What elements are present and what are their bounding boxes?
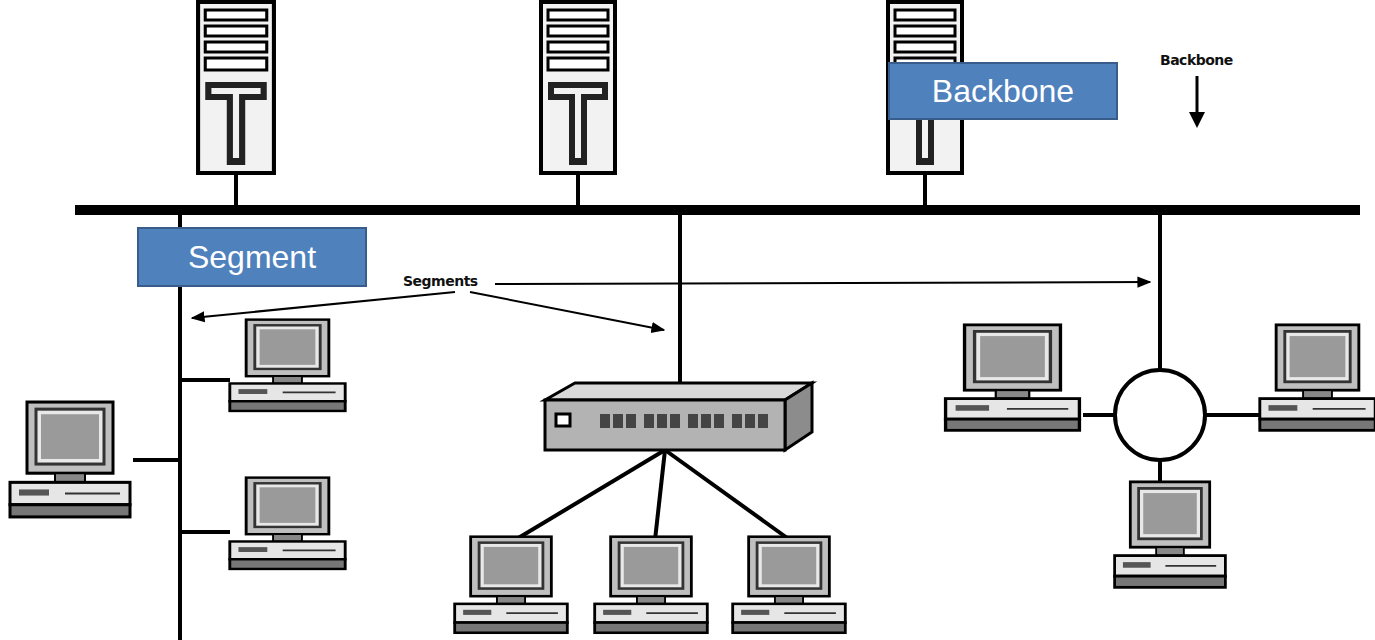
workstation — [230, 320, 345, 411]
box-label: Backbone — [920, 73, 1086, 110]
box-label: Segment — [176, 239, 328, 276]
callout-label: Segments — [401, 273, 480, 289]
backbone-pointer — [1196, 76, 1199, 116]
workstation — [733, 537, 846, 633]
segment-pointer — [192, 282, 1150, 330]
workstation — [1115, 482, 1226, 587]
server-tower — [198, 2, 274, 173]
ring-link — [1083, 210, 1260, 482]
label-box: Segment — [137, 227, 367, 287]
workstation — [595, 537, 708, 633]
server-tower — [541, 2, 615, 173]
backbone-bus — [75, 205, 1360, 215]
workstation — [230, 478, 345, 569]
server-drop — [236, 175, 925, 210]
hub-link — [515, 210, 790, 540]
workstation — [455, 537, 568, 633]
label-box: Backbone — [888, 62, 1118, 120]
workstation — [10, 402, 130, 517]
arrow-head — [1189, 112, 1205, 128]
hub-device — [545, 383, 812, 450]
callout-label: Backbone — [1158, 52, 1235, 68]
concentrator-circle — [1115, 370, 1205, 460]
workstation — [1260, 325, 1375, 430]
workstation — [946, 325, 1080, 430]
